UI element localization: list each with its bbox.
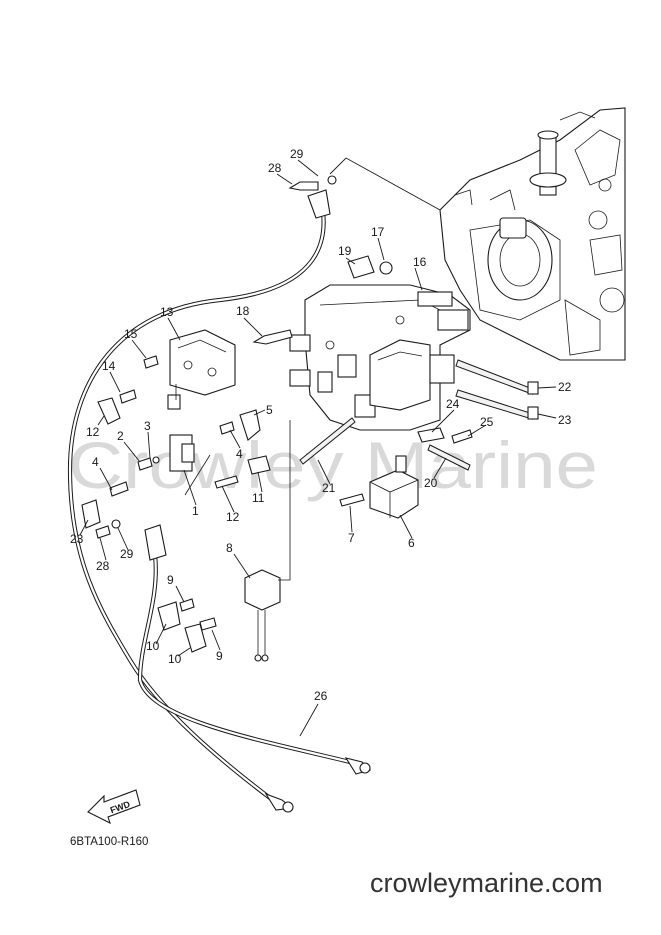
callout-4-left: 4: [92, 455, 99, 469]
callout-8: 8: [226, 541, 233, 555]
callout-11: 11: [252, 491, 265, 505]
clamps: [81, 397, 207, 653]
callout-2: 2: [117, 429, 124, 443]
callout-17: 16: [413, 255, 427, 269]
callout-29-lower: 29: [120, 547, 134, 561]
callout-20: 19: [338, 244, 352, 258]
relay-6: [369, 455, 419, 519]
connection-lines: [175, 384, 291, 581]
callout-13: 13: [160, 305, 174, 319]
callout-3: 3: [144, 419, 151, 433]
leader-engine-29: [329, 157, 441, 211]
callout-23-upper: 22: [558, 380, 572, 394]
callout-29-top: 29: [290, 147, 304, 161]
callout-10-left: 10: [146, 639, 160, 653]
callout-labels: 29 28 17 19 16 18 13 15 14 12 3 2 4 1 4 …: [70, 147, 572, 703]
callout-4-mid: 4: [236, 447, 243, 461]
callout-19: 18: [236, 304, 250, 318]
coil-8: [244, 569, 281, 662]
callout-21: 20: [424, 476, 438, 490]
fwd-arrow: FWD: [87, 789, 141, 825]
callout-23-lower: 23: [558, 413, 572, 427]
callout-15: 14: [102, 359, 116, 373]
callout-16: 15: [124, 327, 138, 341]
battery-cable-27: [137, 524, 372, 813]
callout-7: 7: [348, 531, 355, 545]
drawing-code: 6BTA100-R160: [70, 836, 148, 848]
website-footer: crowleymarine.com: [370, 868, 603, 898]
rectifier-13: [167, 329, 236, 410]
callout-28-lower: 28: [96, 559, 110, 573]
callout-24: 23: [70, 532, 84, 546]
callout-22: 21: [322, 481, 336, 495]
callout-18: 17: [371, 225, 385, 239]
callout-12: 12: [226, 510, 240, 524]
callout-6: 6: [408, 536, 415, 550]
part-1-switch: [169, 434, 195, 472]
callout-27: 26: [314, 689, 328, 703]
clamp-11: [247, 455, 271, 475]
plate-25: [417, 427, 445, 443]
fasteners: [95, 175, 473, 631]
clip-5: [239, 409, 261, 441]
callout-28-top: 28: [268, 161, 282, 175]
callout-9-upper: 9: [167, 573, 174, 587]
callout-9-lower: 9: [216, 649, 223, 663]
callout-25: 24: [446, 397, 460, 411]
electrical-module: [369, 309, 469, 411]
callout-leaders: [79, 159, 557, 737]
callout-10-right: 10: [168, 652, 182, 666]
tie-straps: [299, 359, 539, 471]
engine-block: [439, 107, 626, 361]
callout-5: 5: [266, 403, 273, 417]
callout-1: 1: [192, 504, 199, 518]
callout-14: 12: [86, 425, 100, 439]
callout-26: 25: [480, 415, 494, 429]
